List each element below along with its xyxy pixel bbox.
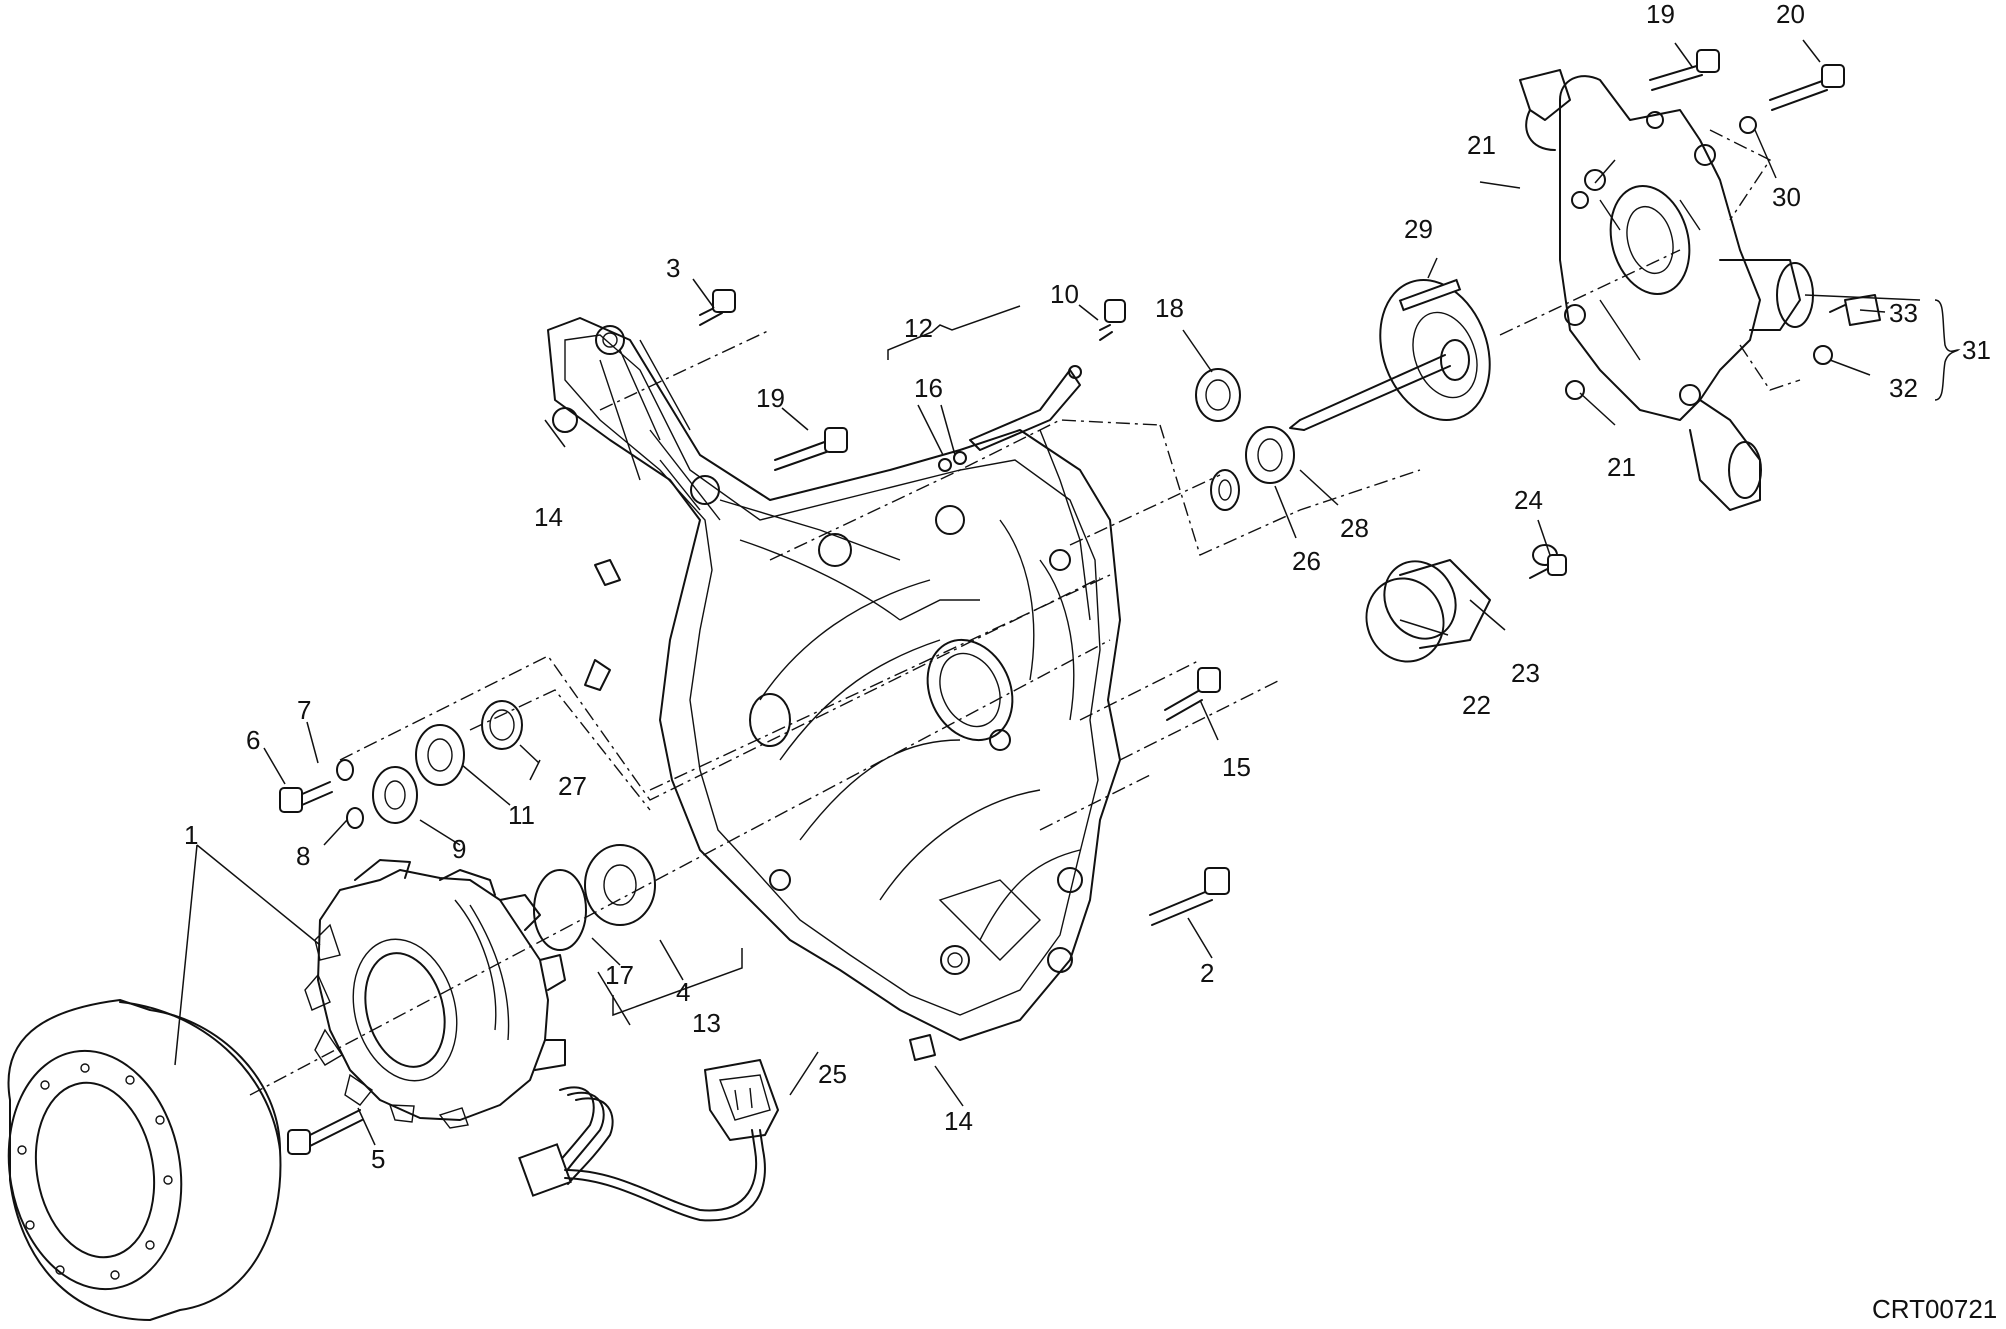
part-label-12: 12 [904,313,933,343]
part-label-15: 15 [1222,752,1251,782]
part-label-6: 6 [246,725,260,755]
part-label-32: 32 [1889,373,1918,403]
part-label-30: 30 [1772,182,1801,212]
part-label-8: 8 [296,841,310,871]
part-label-25: 25 [818,1059,847,1089]
part-label-33: 33 [1889,298,1918,328]
part-label-29: 29 [1404,214,1433,244]
drawing-code: CRT00721 [1872,1294,1997,1324]
part-label-21-lower: 21 [1607,452,1636,482]
generator-cover [547,317,1121,1041]
part-label-3: 3 [666,253,680,283]
part-label-20: 20 [1776,0,1805,29]
part-label-23: 23 [1511,658,1540,688]
part-label-19-right: 19 [1646,0,1675,29]
leader-lines [174,39,1961,1146]
part-label-28: 28 [1340,513,1369,543]
part-label-7: 7 [297,695,311,725]
part-label-2: 2 [1200,958,1214,988]
rotor [7,999,282,1321]
impeller-shaft [1289,278,1491,431]
part-label-19-left: 19 [756,383,785,413]
assembly-axes [249,129,1801,1096]
part-label-27: 27 [558,771,587,801]
bolts [279,49,1846,1155]
part-label-26: 26 [1292,546,1321,576]
part-label-18: 18 [1155,293,1184,323]
part-label-16: 16 [914,373,943,403]
part-label-13: 13 [692,1008,721,1038]
part-label-31: 31 [1962,335,1991,365]
stator [304,859,566,1129]
part-label-14-lower: 14 [944,1106,973,1136]
part-label-22: 22 [1462,690,1491,720]
part-label-17: 17 [605,960,634,990]
part-label-1: 1 [184,820,198,850]
wiring-harness [518,1059,779,1222]
part-label-14-upper: 14 [534,502,563,532]
water-pump-cover [1519,69,1814,511]
part-label-10: 10 [1050,279,1079,309]
part-label-9: 9 [452,834,466,864]
seals-and-bearings [1195,116,1881,663]
bracket-assembly [938,365,1082,472]
part-label-5: 5 [371,1144,385,1174]
part-number-labels: 1 2 3 4 5 6 7 8 9 10 11 12 13 14 14 15 1… [184,0,1991,1174]
part-label-11: 11 [508,800,535,830]
part-label-21-upper: 21 [1467,130,1496,160]
part-label-4: 4 [676,977,690,1007]
part-label-24: 24 [1514,485,1543,515]
bearing-stack-left [336,559,936,1061]
